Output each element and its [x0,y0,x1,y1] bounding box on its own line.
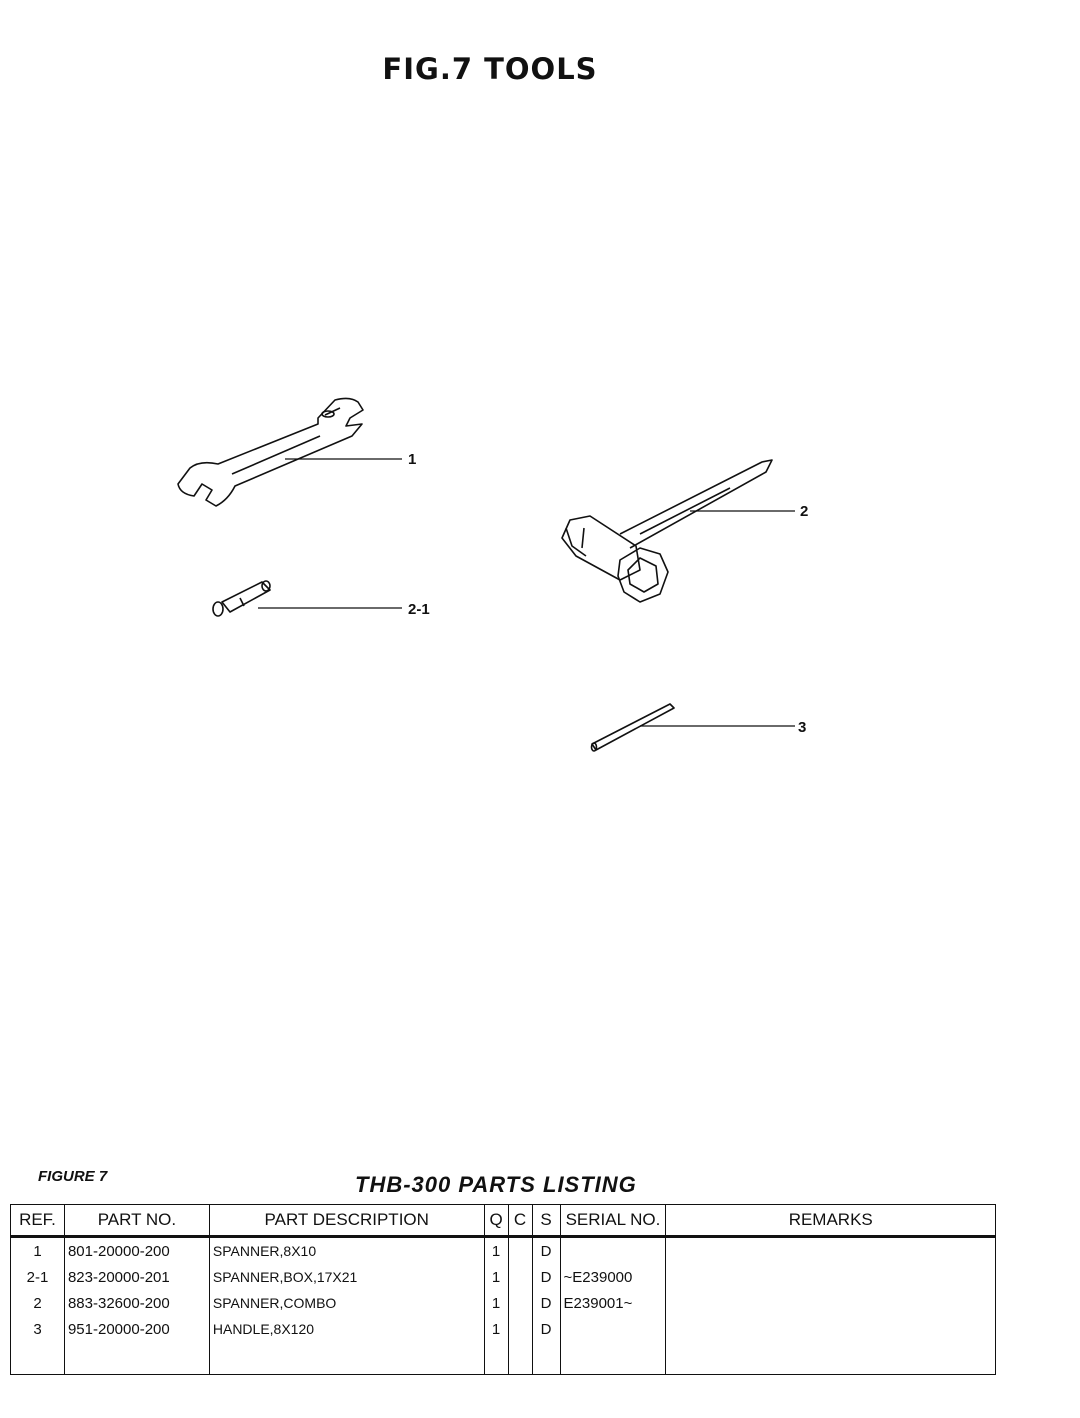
header-s: S [531,1204,561,1238]
cell-part-no: 951-20000-200 [63,1316,210,1342]
table-header-row: REF. PART NO. PART DESCRIPTION Q C S SER… [10,1204,996,1238]
cell-serial-no [559,1316,667,1342]
header-serial-no: SERIAL NO. [559,1204,667,1238]
cell-q: 1 [483,1316,509,1342]
cell-ref: 2 [10,1290,65,1316]
cell-ref: 2-1 [10,1264,65,1290]
callout-3: 3 [798,719,806,736]
cell-serial-no [559,1236,667,1264]
cell-serial-no: E239001~ [559,1290,667,1316]
header-q: Q [483,1204,509,1238]
box-spanner-drawing [212,580,271,617]
spanner-8x10-drawing [177,397,364,507]
table-row: 2 883-32600-200 SPANNER,COMBO 1 D E23900… [10,1290,996,1316]
cell-part-no: 823-20000-201 [63,1264,210,1290]
handle-drawing [590,703,675,752]
table-empty-row [10,1342,996,1375]
table-row: 3 951-20000-200 HANDLE,8X120 1 D [10,1316,996,1342]
callout-2: 2 [800,503,808,520]
spanner-combo-drawing [561,459,773,603]
cell-description: SPANNER,BOX,17X21 [208,1264,485,1290]
cell-remarks [665,1264,996,1290]
cell-serial-no: ~E239000 [559,1264,667,1290]
cell-c [507,1236,533,1264]
table-row: 1 801-20000-200 SPANNER,8X10 1 D [10,1236,996,1264]
cell-q: 1 [483,1290,509,1316]
cell-ref: 3 [10,1316,65,1342]
parts-listing-title: THB-300 PARTS LISTING [355,1172,637,1197]
cell-s: D [531,1316,561,1342]
callout-2-1: 2-1 [408,601,430,618]
cell-description: SPANNER,8X10 [208,1236,485,1264]
header-remarks: REMARKS [665,1204,996,1238]
cell-s: D [531,1290,561,1316]
cell-c [507,1290,533,1316]
table-row: 2-1 823-20000-201 SPANNER,BOX,17X21 1 D … [10,1264,996,1290]
page-title: FIG.7 TOOLS [382,52,598,86]
cell-s: D [531,1264,561,1290]
cell-q: 1 [483,1236,509,1264]
header-ref: REF. [10,1204,65,1238]
header-c: C [507,1204,533,1238]
figure-label: FIGURE 7 [38,1168,108,1185]
cell-remarks [665,1316,996,1342]
cell-description: HANDLE,8X120 [208,1316,485,1342]
cell-remarks [665,1236,996,1264]
cell-c [507,1316,533,1342]
header-part-no: PART NO. [63,1204,210,1238]
cell-q: 1 [483,1264,509,1290]
header-description: PART DESCRIPTION [208,1204,485,1238]
cell-s: D [531,1236,561,1264]
cell-ref: 1 [10,1236,65,1264]
callout-1: 1 [408,451,416,468]
cell-c [507,1264,533,1290]
cell-remarks [665,1290,996,1316]
cell-description: SPANNER,COMBO [208,1290,485,1316]
cell-part-no: 801-20000-200 [63,1236,210,1264]
cell-part-no: 883-32600-200 [63,1290,210,1316]
parts-table: REF. PART NO. PART DESCRIPTION Q C S SER… [10,1204,996,1375]
